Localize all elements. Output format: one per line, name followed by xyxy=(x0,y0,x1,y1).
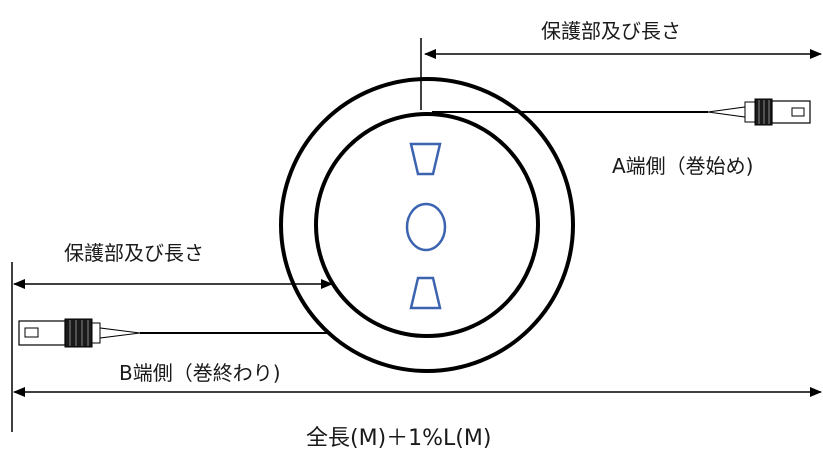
end-b-label: B端側（巻終わり) xyxy=(119,361,281,385)
trapezoid-icon xyxy=(409,142,442,176)
reel-inner-drum xyxy=(314,112,540,338)
end-a-label: A端側（巻始め) xyxy=(612,154,754,178)
fiber-connector-icon xyxy=(707,98,811,126)
protection-length-label-top: 保護部及び長さ xyxy=(541,19,681,43)
total-length-label: 全長(M)＋1%L(M) xyxy=(306,426,492,451)
fiber-connector-icon xyxy=(18,318,141,348)
trapezoid-icon xyxy=(409,276,442,310)
circle-icon xyxy=(405,202,447,252)
reel-outer-flange xyxy=(279,77,575,373)
protection-length-label-left: 保護部及び長さ xyxy=(64,241,204,265)
